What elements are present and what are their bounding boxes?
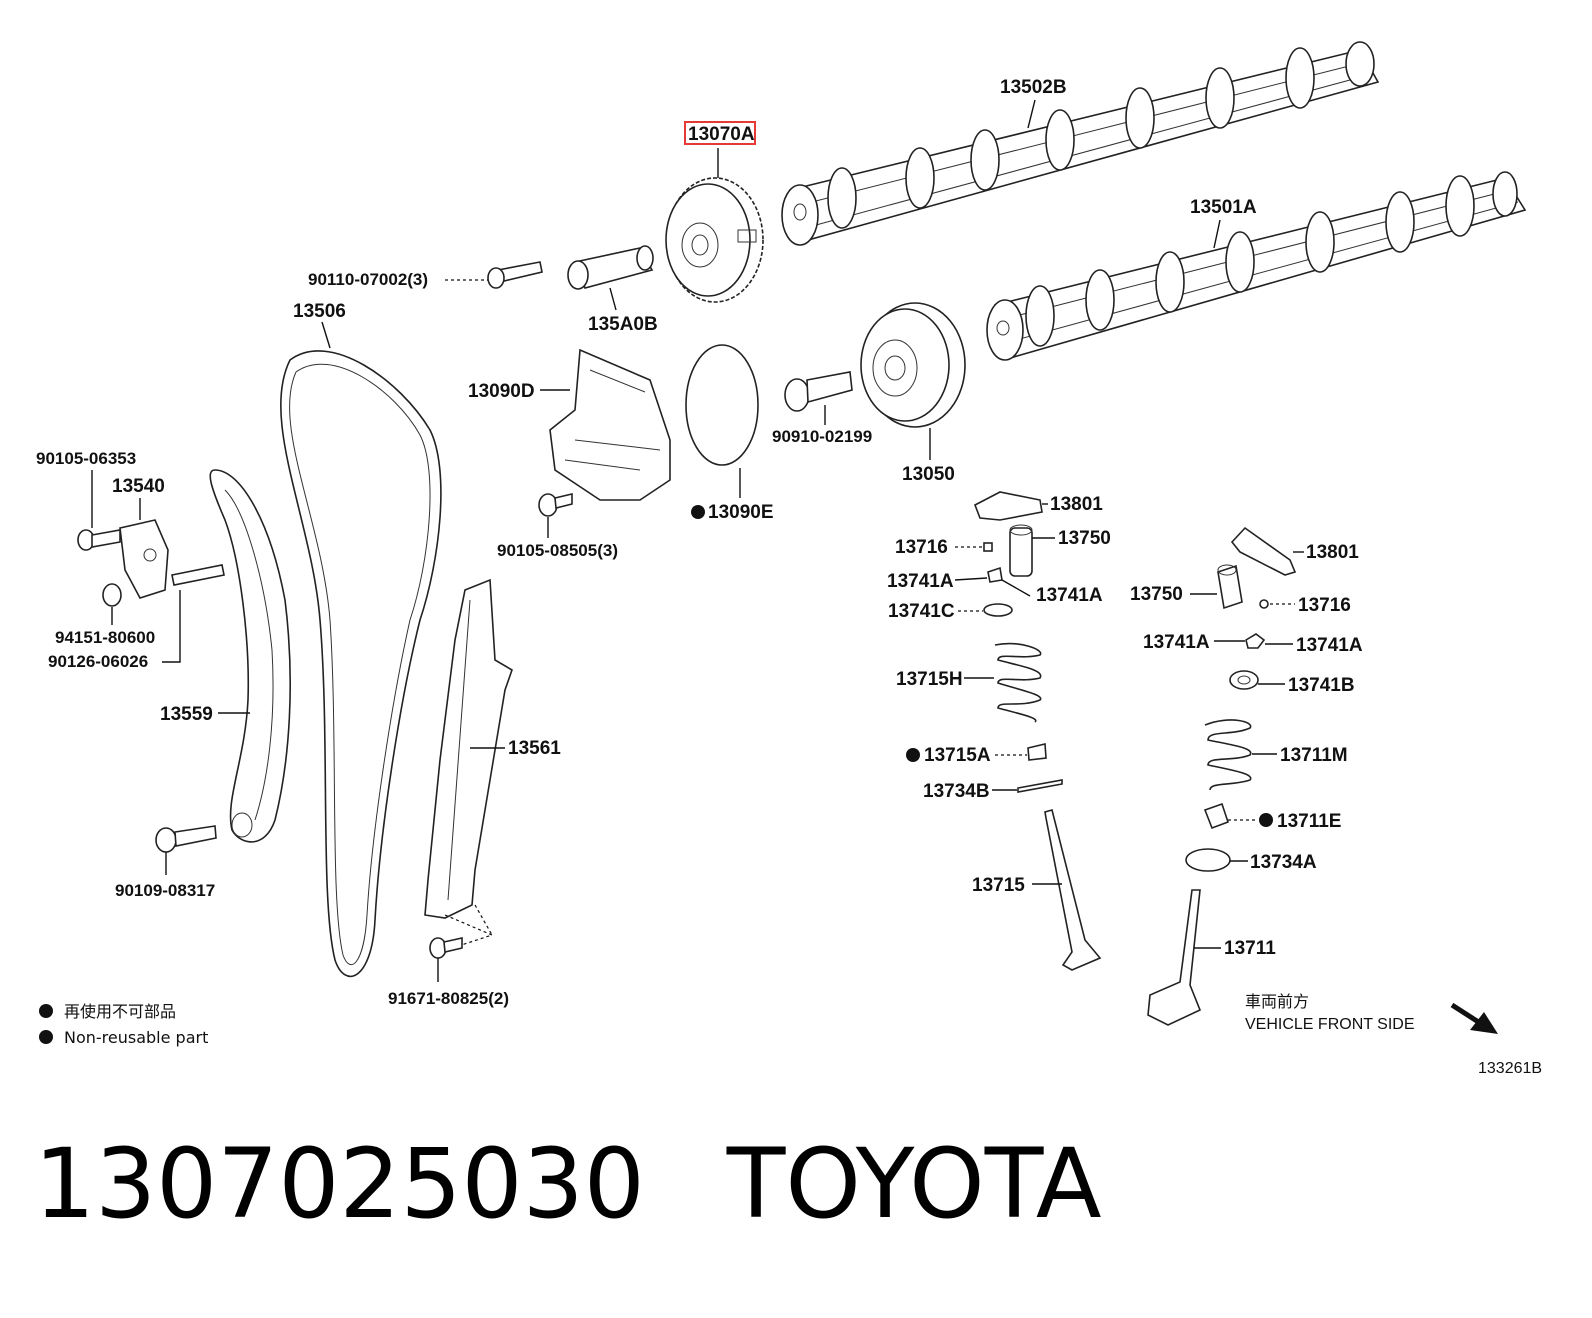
label-13801-right: 13801	[1306, 542, 1359, 563]
label-90110-07002: 90110-07002(3)	[308, 270, 428, 289]
label-13741b: 13741B	[1288, 675, 1355, 696]
label-135a0b: 135A0B	[588, 314, 658, 335]
valve-seal-13715a	[1027, 743, 1047, 761]
cover-13090d	[549, 348, 671, 501]
label-13750-left: 13750	[1058, 528, 1111, 549]
stud-90126-06026	[171, 564, 225, 586]
label-13506: 13506	[293, 301, 346, 322]
label-94151-80600: 94151-80600	[55, 628, 155, 647]
washer-13734b	[1017, 779, 1063, 793]
label-13711: 13711	[1224, 938, 1276, 959]
label-91671-80825: 91671-80825(2)	[388, 989, 509, 1008]
camshaft-13501a	[986, 171, 1527, 361]
chain-guide-13559	[209, 469, 291, 843]
caption-part-number: 1307025030	[34, 1128, 645, 1240]
valve-13715	[1044, 809, 1102, 971]
bolt-90105-06353	[77, 529, 121, 551]
legend-text-en: Non-reusable part	[64, 1028, 208, 1047]
shim-13716-left	[983, 542, 993, 552]
label-13741a-left-2: 13741A	[1036, 585, 1103, 606]
rocker-arm-13801-right	[1230, 526, 1297, 576]
valve-spring-13715h	[994, 642, 1042, 723]
bolt-91671-80825	[429, 937, 463, 959]
bolt-90110-07002	[487, 261, 543, 289]
front-text-en: VEHICLE FRONT SIDE	[1245, 1016, 1415, 1033]
label-13559: 13559	[160, 704, 213, 725]
washer-13734a	[1185, 848, 1231, 872]
shaft-135a0b	[567, 245, 654, 290]
non-reusable-marker-13711e	[1259, 813, 1273, 827]
valve-keeper-13741a-right	[1245, 633, 1266, 649]
label-13090d: 13090D	[468, 381, 535, 402]
label-13734b: 13734B	[923, 781, 990, 802]
retainer-13741b	[1229, 670, 1259, 690]
chain-guide-13561	[424, 578, 513, 919]
label-13715a: 13715A	[924, 745, 991, 766]
label-13801-left: 13801	[1050, 494, 1103, 515]
label-13090e: 13090E	[708, 502, 774, 523]
label-13750-right: 13750	[1130, 584, 1183, 605]
valve-spring-13711m	[1204, 719, 1252, 791]
cam-timing-gear-13070a	[665, 177, 764, 303]
bottom-caption: 1307025030 TOYOTA	[34, 1128, 1102, 1258]
legend-bullet-jp	[39, 1004, 53, 1018]
label-13050: 13050	[902, 464, 955, 485]
label-13741c: 13741C	[888, 601, 955, 622]
nut-94151-80600	[102, 583, 122, 607]
label-13734a: 13734A	[1250, 852, 1317, 873]
shim-13716-right	[1259, 599, 1269, 609]
label-13741a-left-1: 13741A	[887, 571, 954, 592]
diagram-id: 133261B	[1478, 1060, 1542, 1077]
label-90105-08505: 90105-08505(3)	[497, 541, 618, 560]
label-13741a-right-1: 13741A	[1143, 632, 1210, 653]
label-13501a: 13501A	[1190, 197, 1257, 218]
timing-chain-13506	[280, 350, 442, 978]
label-13502b: 13502B	[1000, 77, 1067, 98]
label-13716-right: 13716	[1298, 595, 1351, 616]
label-13070a: 13070A	[688, 124, 755, 145]
valve-13711	[1147, 889, 1202, 1026]
valve-keeper-13741a-left	[987, 566, 1003, 583]
legend-text-jp: 再使用不可部品	[64, 1002, 176, 1021]
gasket-13090e	[685, 344, 759, 466]
label-13715h: 13715H	[896, 669, 963, 690]
bolt-90910-02199	[784, 371, 853, 412]
bolt-90109-08317	[155, 825, 217, 853]
non-reusable-marker-13715a	[906, 748, 920, 762]
cam-timing-gear-13050	[860, 302, 966, 428]
label-90105-06353: 90105-06353	[36, 449, 136, 468]
front-text-jp: 車両前方	[1245, 993, 1309, 1011]
label-13540: 13540	[112, 476, 165, 497]
front-direction-arrow-icon	[1450, 1002, 1498, 1034]
bolt-90105-08505	[538, 492, 573, 517]
label-90910-02199: 90910-02199	[772, 427, 872, 446]
tensioner-13540	[119, 519, 169, 599]
label-90126-06026: 90126-06026	[48, 652, 148, 671]
valve-seal-13711e	[1203, 802, 1230, 830]
label-90109-08317: 90109-08317	[115, 881, 215, 900]
label-13715: 13715	[972, 875, 1025, 896]
label-13741a-right-2: 13741A	[1296, 635, 1363, 656]
highlight-box-13070a	[684, 121, 756, 145]
non-reusable-marker-13090e	[691, 505, 705, 519]
legend-bullet-en	[39, 1030, 53, 1044]
lifter-13750-left	[1009, 524, 1033, 577]
label-13711m: 13711M	[1280, 745, 1348, 766]
lifter-13750-right	[1217, 564, 1243, 610]
caption-brand: TOYOTA	[726, 1128, 1102, 1240]
label-13711e: 13711E	[1277, 811, 1341, 832]
label-13716-left: 13716	[895, 537, 948, 558]
retainer-13741c	[983, 603, 1013, 617]
label-13561: 13561	[508, 738, 561, 759]
camshaft-13502b	[781, 41, 1380, 246]
rocker-arm-13801-left	[973, 491, 1043, 521]
